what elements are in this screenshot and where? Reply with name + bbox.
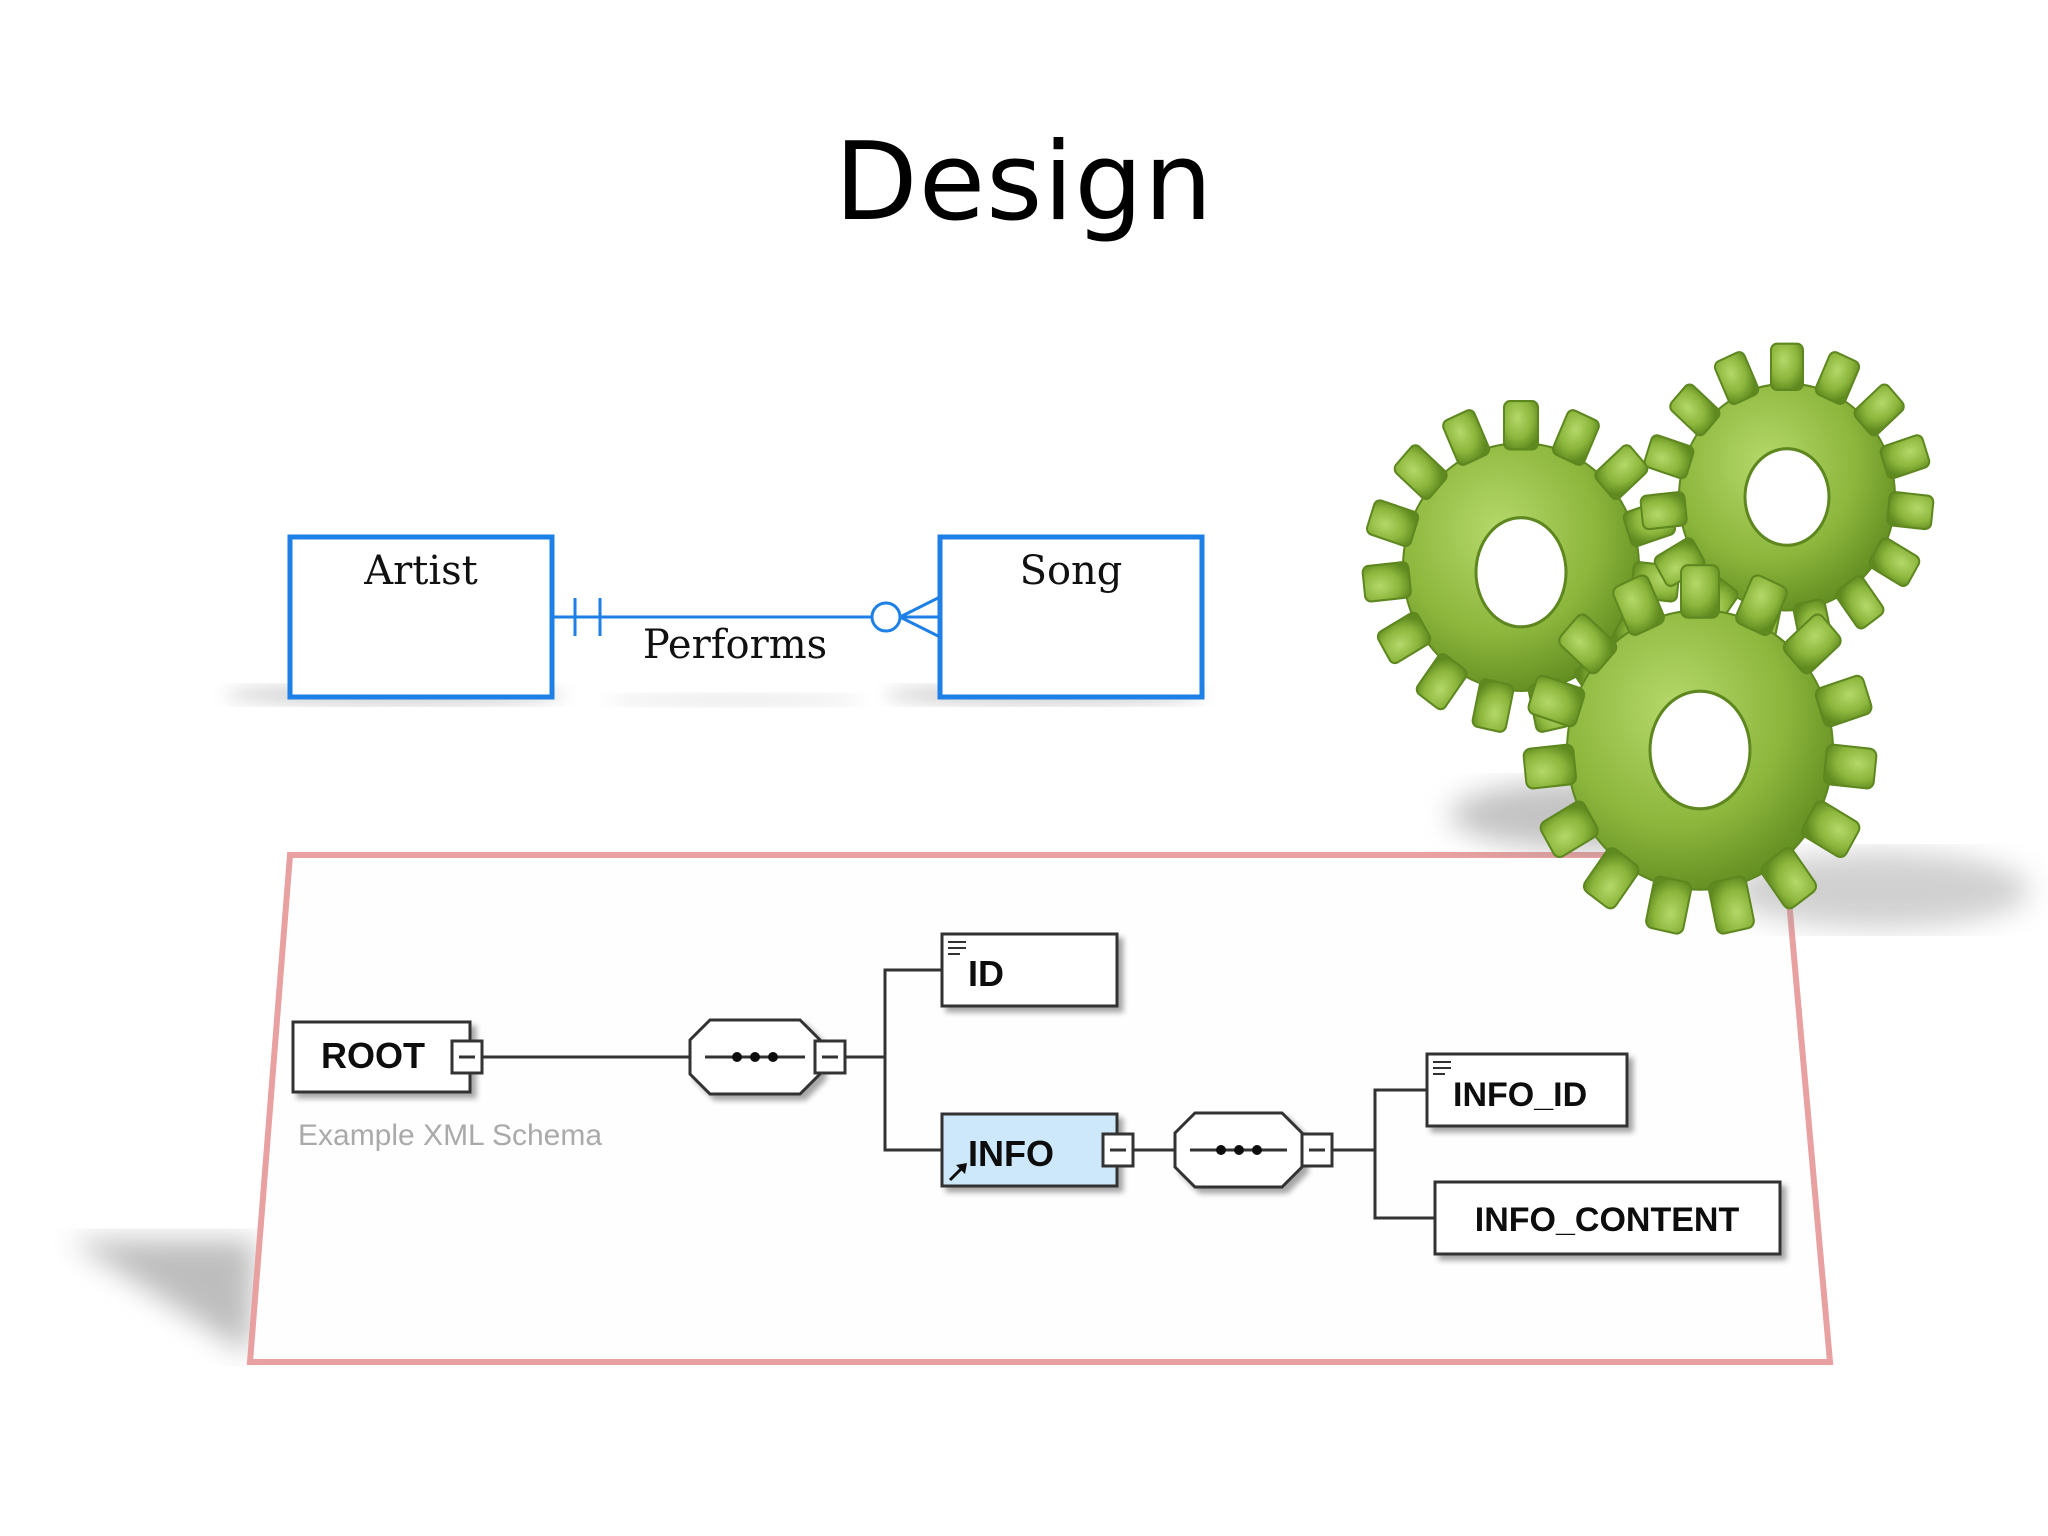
entity-artist[interactable]: Artist <box>287 534 555 700</box>
schema-node-id[interactable]: ID <box>940 932 1119 1008</box>
element-content-icon <box>1433 1061 1451 1075</box>
collapse-info-icon[interactable] <box>1101 1132 1135 1168</box>
schema-node-root[interactable]: ROOT <box>291 1020 472 1094</box>
collapse-root-icon[interactable] <box>450 1039 484 1075</box>
gears-icon <box>1361 342 2030 936</box>
schema-node-info-content-box <box>1433 1180 1782 1256</box>
xml-schema-diagram: ROOT Example XML Schema ID <box>70 852 1834 1365</box>
schema-node-info-label: INFO <box>968 1133 1054 1174</box>
crow-foot-mark <box>899 615 941 639</box>
schema-node-id-box <box>940 932 1119 1008</box>
schema-node-info-id[interactable]: INFO_ID <box>1425 1052 1629 1128</box>
sequence-compositor-icon[interactable] <box>688 1018 822 1096</box>
entity-artist-box <box>287 534 555 700</box>
gear-icon <box>1639 342 1935 652</box>
schema-node-info[interactable]: INFO <box>940 1112 1119 1188</box>
element-content-icon <box>948 941 966 955</box>
relationship-performs[interactable]: Performs <box>552 595 941 668</box>
slide-title: Design <box>834 120 1214 245</box>
frame-shadow <box>70 1240 255 1355</box>
schema-connectors <box>483 968 1435 1220</box>
schema-node-info-content-label: INFO_CONTENT <box>1475 1201 1740 1239</box>
er-diagram: Artist Song Performs <box>225 534 1205 706</box>
entity-song[interactable]: Song <box>937 534 1205 700</box>
schema-node-info-id-box <box>1425 1052 1629 1128</box>
schema-node-id-label: ID <box>968 953 1004 994</box>
cardinality-zero-mark <box>870 601 902 633</box>
schema-node-info-id-label: INFO_ID <box>1453 1076 1587 1114</box>
gear-icon <box>1521 564 1879 936</box>
sequence-compositor-icon[interactable] <box>1173 1111 1304 1189</box>
entity-artist-label: Artist <box>363 548 477 594</box>
schema-node-root-label: ROOT <box>321 1035 425 1076</box>
relationship-label: Performs <box>643 622 827 668</box>
collapse-sequence-icon[interactable] <box>813 1039 847 1075</box>
entity-song-label: Song <box>1020 548 1123 594</box>
schema-caption: Example XML Schema <box>298 1119 602 1152</box>
relationship-shadow <box>605 694 865 706</box>
reference-arrow-icon <box>948 1163 967 1182</box>
schema-node-info-content[interactable]: INFO_CONTENT <box>1433 1180 1782 1256</box>
crow-foot-mark <box>899 595 941 619</box>
collapse-sequence-icon[interactable] <box>1300 1132 1334 1168</box>
